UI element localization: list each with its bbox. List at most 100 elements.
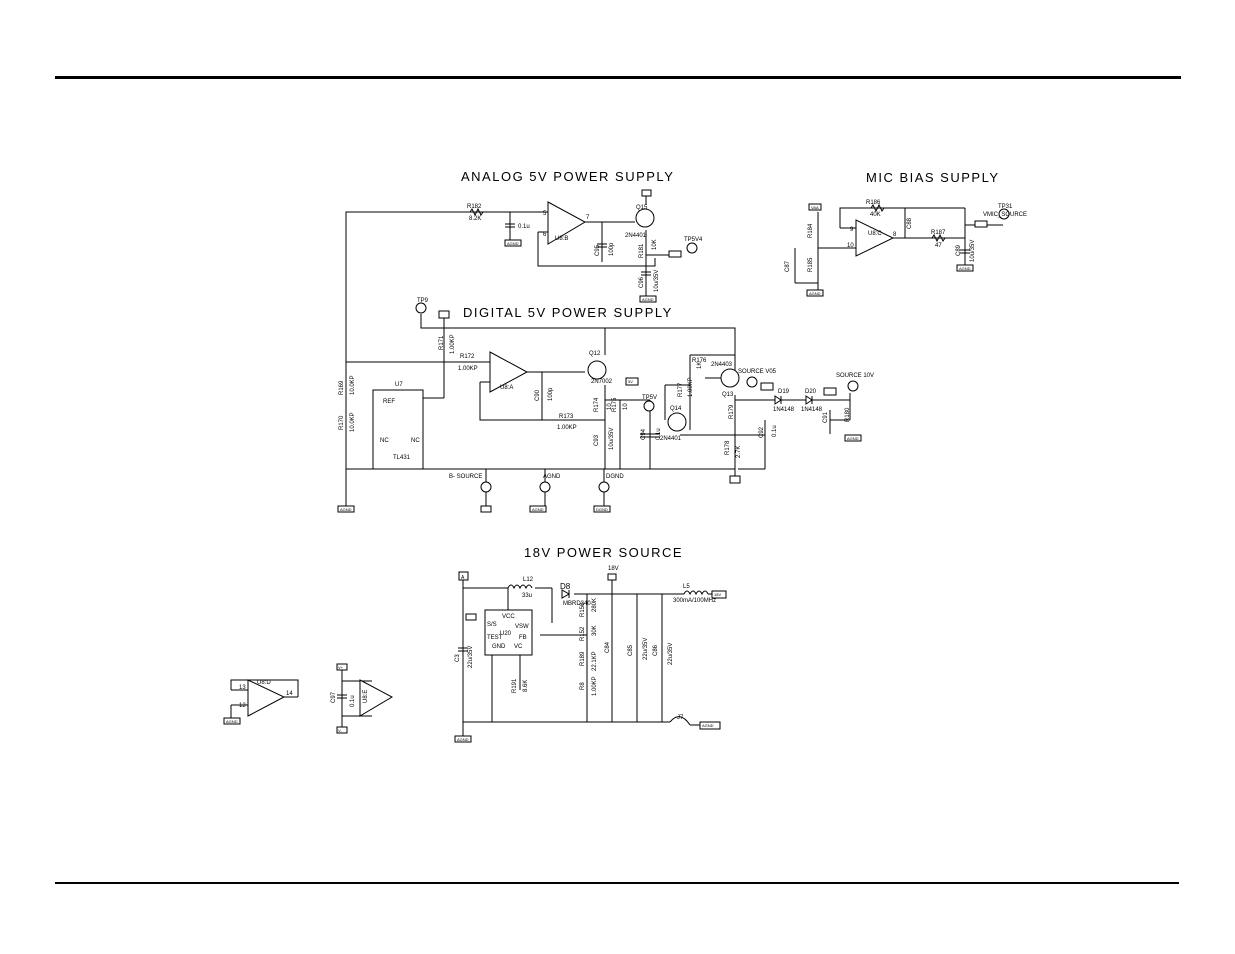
mic-bias-section: MIC BIAS SUPPLY U8:C 9 10 8 R186 40K R18…	[785, 170, 1027, 297]
svg-text:TP31: TP31	[998, 204, 1013, 210]
digital-5v-section: DIGITAL 5V POWER SUPPLY U7 TL431 REF	[337, 298, 874, 513]
resistor-r187	[931, 233, 946, 243]
svg-text:U8:C: U8:C	[868, 231, 882, 237]
svg-text:18V: 18V	[714, 592, 721, 597]
svg-text:33u: 33u	[522, 593, 532, 599]
svg-text:C97: C97	[331, 691, 337, 703]
svg-text:C95: C95	[595, 244, 601, 256]
testpoint-source-v05	[746, 376, 758, 388]
svg-text:R170: R170	[339, 415, 345, 430]
mic-title: MIC BIAS SUPPLY	[866, 170, 1000, 185]
svg-text:2N7002: 2N7002	[591, 379, 613, 385]
svg-text:1.00KP: 1.00KP	[450, 334, 456, 354]
svg-text:1.00KP: 1.00KP	[592, 676, 598, 696]
svg-text:A: A	[461, 575, 465, 581]
svg-text:AGND: AGND	[642, 297, 654, 302]
svg-text:D19: D19	[778, 389, 790, 395]
svg-text:C91: C91	[823, 411, 829, 423]
svg-text:AGND: AGND	[340, 507, 352, 512]
testpoint-tp5v4	[686, 242, 698, 254]
svg-text:R174: R174	[594, 397, 600, 412]
svg-text:D20: D20	[805, 389, 817, 395]
svg-text:AGND: AGND	[507, 241, 519, 246]
svg-text:8.2K: 8.2K	[469, 216, 481, 222]
svg-text:AGND: AGND	[959, 266, 971, 271]
svg-text:FB: FB	[519, 635, 527, 641]
svg-text:13: 13	[239, 685, 246, 691]
svg-text:C90: C90	[535, 389, 541, 401]
svg-text:V-: V-	[338, 728, 342, 733]
resistor-r186	[870, 203, 885, 213]
svg-text:C85: C85	[628, 644, 634, 656]
svg-text:TL431: TL431	[393, 455, 411, 461]
svg-text:U20: U20	[500, 631, 512, 637]
diode-d20	[805, 395, 813, 405]
svg-text:AGND: AGND	[543, 474, 561, 480]
opamp-misc-section: U8:D 13 12 14 AGND U8:E C97 0.1u V+ V-	[223, 663, 394, 734]
transistor-q14	[667, 412, 687, 432]
svg-text:R177: R177	[678, 382, 684, 397]
svg-text:5: 5	[543, 211, 547, 217]
svg-text:5V: 5V	[628, 379, 633, 384]
opamp-u8c	[855, 219, 895, 257]
svg-text:AGND: AGND	[226, 719, 238, 724]
testpoint-b-source	[480, 481, 492, 493]
svg-text:12: 12	[239, 703, 246, 709]
svg-text:DGND: DGND	[606, 474, 624, 480]
svg-text:Q12: Q12	[589, 351, 601, 357]
svg-text:VCC: VCC	[502, 614, 515, 620]
svg-text:1.00KP: 1.00KP	[557, 425, 577, 431]
svg-text:SOURCE V05: SOURCE V05	[738, 369, 777, 375]
svg-text:C89: C89	[956, 244, 962, 256]
svg-text:10K: 10K	[652, 239, 658, 250]
svg-text:L5: L5	[683, 584, 690, 590]
svg-text:R184: R184	[808, 223, 814, 238]
agnd-box-1	[504, 239, 522, 247]
svg-text:B- SOURCE: B- SOURCE	[449, 474, 482, 480]
svg-text:C84: C84	[605, 641, 611, 653]
jumper-j7	[669, 716, 691, 726]
svg-text:7: 7	[586, 215, 590, 221]
testpoint-tp9	[415, 302, 427, 314]
bottom-rule	[55, 882, 1179, 884]
svg-text:10u/35V: 10u/35V	[970, 240, 976, 262]
svg-text:14: 14	[286, 691, 293, 697]
svg-text:D8: D8	[560, 582, 571, 591]
svg-text:AGND: AGND	[532, 507, 544, 512]
ic-u20	[484, 609, 533, 656]
testpoint-tp31	[998, 208, 1010, 220]
analog-title: ANALOG 5V POWER SUPPLY	[461, 169, 674, 184]
svg-text:NC: NC	[411, 438, 420, 444]
svg-text:C87: C87	[785, 260, 791, 272]
svg-text:GND: GND	[492, 644, 506, 650]
svg-text:0.1u: 0.1u	[350, 695, 356, 707]
svg-text:18V: 18V	[608, 566, 619, 572]
svg-text:47: 47	[935, 243, 942, 249]
agnd-box-2	[639, 295, 657, 303]
analog-5v-section: ANALOG 5V POWER SUPPLY U8:B 5 6 7 R182 8…	[345, 169, 703, 507]
svg-text:R152: R152	[580, 626, 586, 641]
svg-text:1.00KP: 1.00KP	[458, 366, 478, 372]
svg-text:R8: R8	[580, 682, 586, 690]
svg-text:C92: C92	[759, 426, 765, 438]
inductor-l5	[683, 590, 709, 596]
svg-text:R186: R186	[866, 200, 881, 206]
svg-text:40K: 40K	[870, 212, 881, 218]
supply-box-analog	[641, 189, 652, 197]
testpoint-agnd	[539, 481, 551, 493]
svg-text:R171: R171	[439, 335, 445, 350]
svg-text:300mA/100MHz: 300mA/100MHz	[673, 598, 716, 604]
svg-text:AGND: AGND	[847, 436, 859, 441]
svg-text:10: 10	[607, 403, 613, 410]
diode-d19	[774, 395, 782, 405]
svg-text:C96: C96	[639, 276, 645, 288]
svg-text:0.1u: 0.1u	[772, 425, 778, 437]
transistor-q15	[635, 208, 655, 228]
svg-text:R181: R181	[639, 243, 645, 258]
svg-text:R191: R191	[512, 678, 518, 693]
svg-text:30K: 30K	[592, 625, 598, 636]
svg-text:10u/35V: 10u/35V	[609, 428, 615, 450]
svg-text:2.7K: 2.7K	[736, 446, 742, 458]
svg-text:NC: NC	[380, 438, 389, 444]
